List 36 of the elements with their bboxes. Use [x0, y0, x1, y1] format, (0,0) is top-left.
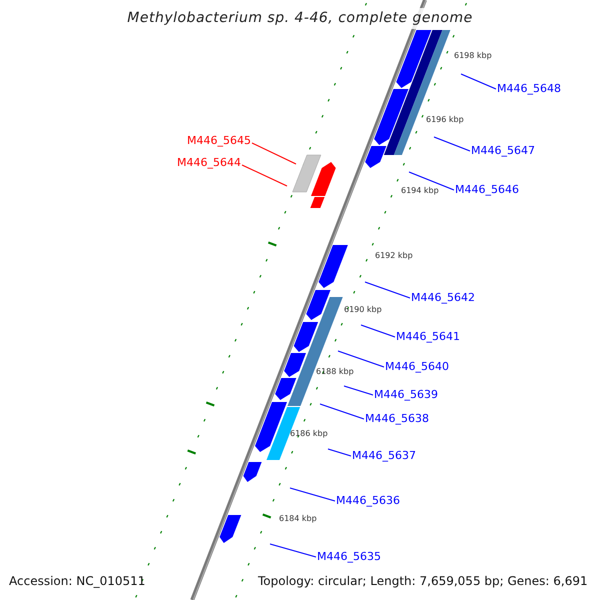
leader-line — [242, 164, 288, 186]
leader-line — [434, 136, 470, 152]
gene-label: M446_5639 — [374, 388, 438, 402]
leader-line — [290, 488, 336, 502]
scale-label: 6194 kbp — [401, 187, 439, 195]
gene-label: M446_5648 — [497, 82, 561, 96]
scale-label: 6184 kbp — [279, 515, 317, 523]
leader-line — [270, 544, 316, 558]
accession-text: Accession: NC_010511 — [9, 575, 146, 587]
gene-label: M446_5644 — [177, 156, 241, 170]
gene-label: M446_5637 — [352, 449, 416, 463]
gene-label: M446_5646 — [455, 183, 519, 197]
leader-line — [252, 142, 296, 164]
scale-label: 6186 kbp — [290, 430, 328, 438]
genome-summary-text: Topology: circular; Length: 7,659,055 bp; Genes: 6,691 — [258, 575, 588, 587]
leader-line — [328, 448, 352, 456]
gene-label: M446_5645 — [187, 134, 251, 148]
gene-label: M446_5647 — [471, 144, 535, 158]
gene-label: M446_5641 — [396, 330, 460, 344]
scale-label: 6188 kbp — [316, 368, 354, 376]
gene-label: M446_5642 — [411, 291, 475, 305]
leader-line — [460, 74, 496, 90]
leader-line — [364, 282, 410, 298]
gene-label: M446_5636 — [336, 494, 400, 508]
scale-label: 6192 kbp — [375, 252, 413, 260]
scale-label: 6190 kbp — [344, 306, 382, 314]
leader-line — [338, 350, 384, 368]
gene-label: M446_5638 — [365, 412, 429, 426]
leader-line — [344, 386, 374, 396]
gene-label: M446_5635 — [317, 550, 381, 564]
scale-label: 6198 kbp — [454, 52, 492, 60]
leader-line — [320, 404, 364, 420]
leader-line — [360, 324, 396, 338]
gene-label: M446_5640 — [385, 360, 449, 374]
leader-line — [408, 172, 454, 190]
scale-label: 6196 kbp — [426, 116, 464, 124]
